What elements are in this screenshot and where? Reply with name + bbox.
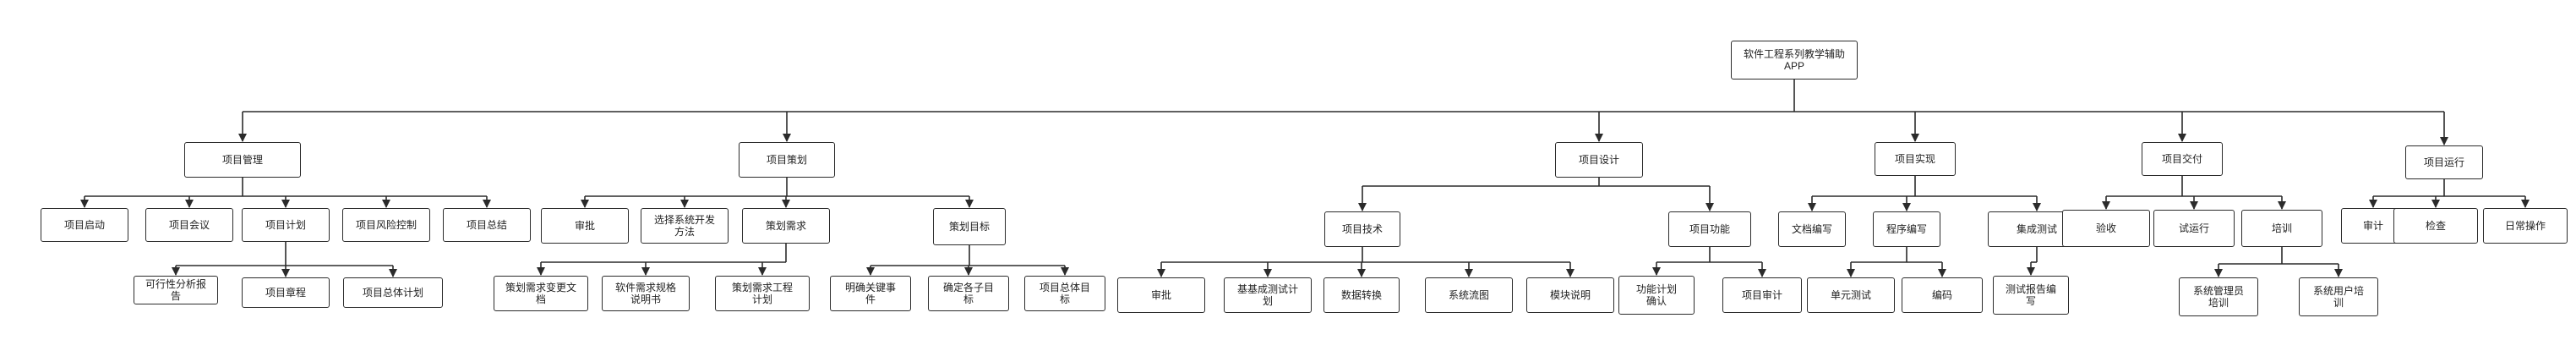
node-n2d: 策划目标 [933, 208, 1006, 245]
arrow-head-n1c1 [172, 267, 180, 276]
arrow-head-n5 [2178, 134, 2186, 142]
arrow-head-n2c3 [758, 267, 767, 276]
arrow-head-n6 [2440, 137, 2448, 145]
node-n4c1: 测试报告编 写 [1993, 276, 2069, 315]
arrow-head-n6a [2369, 200, 2377, 208]
node-n6b: 检查 [2393, 208, 2478, 244]
node-n2d3: 项目总体目 标 [1024, 276, 1105, 311]
node-n3a: 项目技术 [1324, 211, 1400, 247]
node-n1c1: 可行性分析报 告 [134, 276, 218, 304]
arrow-head-n5a [2102, 201, 2110, 210]
node-n3a5: 模块说明 [1526, 277, 1614, 313]
arrow-head-n2 [783, 134, 791, 142]
arrow-head-n2d2 [964, 267, 973, 276]
node-n2c2: 软件需求规格 说明书 [602, 276, 690, 311]
node-n4b2: 编码 [1902, 277, 1983, 313]
node-n2b: 选择系统开发 方法 [641, 208, 729, 244]
arrow-head-n4c [2033, 203, 2041, 211]
arrow-head-n1a [80, 200, 89, 208]
arrow-head-n4a [1808, 203, 1816, 211]
node-n1e: 项目总结 [443, 208, 531, 242]
node-n4a: 文档编写 [1778, 211, 1846, 247]
node-n2c1: 策划需求变更文 档 [494, 276, 588, 311]
node-n5c1: 系统管理员 培训 [2179, 277, 2258, 316]
arrow-head-n3a2 [1263, 269, 1272, 277]
arrow-head-n2d1 [866, 267, 875, 276]
node-n2c3: 策划需求工程 计划 [715, 276, 810, 311]
arrow-head-n5c1 [2214, 269, 2223, 277]
arrow-head-n2c [782, 200, 790, 208]
node-n3a3: 数据转换 [1323, 277, 1400, 313]
arrow-head-n3a1 [1157, 269, 1165, 277]
arrow-head-n3b [1706, 203, 1714, 211]
arrow-head-n2b [680, 200, 689, 208]
node-n3b: 项目功能 [1668, 211, 1751, 247]
node-n3b2: 项目审计 [1722, 277, 1802, 313]
arrow-head-n2d [965, 200, 974, 208]
arrow-head-n4c1 [2027, 267, 2035, 276]
arrow-head-n3 [1595, 134, 1603, 142]
arrow-head-n2c1 [537, 267, 545, 276]
arrow-head-n3b1 [1652, 267, 1661, 276]
root-node: 软件工程系列教学辅助 APP [1731, 41, 1858, 80]
node-n1c3: 项目总体计划 [343, 277, 443, 308]
arrow-head-n2d3 [1061, 267, 1069, 276]
node-n1c: 项目计划 [242, 208, 330, 242]
node-n3a4: 系统流图 [1425, 277, 1513, 313]
arrow-head-n3a [1358, 203, 1367, 211]
node-n1c2: 项目章程 [242, 277, 330, 308]
node-n2d2: 确定各子目 标 [928, 276, 1009, 311]
arrow-head-n1b [185, 200, 194, 208]
node-n4b1: 单元测试 [1807, 277, 1895, 313]
node-n1d: 项目风险控制 [342, 208, 430, 242]
node-n3a1: 审批 [1117, 277, 1205, 313]
arrow-head-n4b1 [1847, 269, 1855, 277]
arrow-head-n6c [2521, 200, 2530, 208]
node-n2c: 策划需求 [742, 208, 830, 244]
arrow-head-n1d [382, 200, 390, 208]
node-n4b: 程序编写 [1873, 211, 1940, 247]
node-n5: 项目交付 [2142, 142, 2223, 176]
node-n3: 项目设计 [1555, 142, 1643, 178]
node-n2a: 审批 [541, 208, 629, 244]
arrow-head-n5b [2190, 201, 2198, 210]
node-n6c: 日常操作 [2483, 208, 2568, 244]
arrow-head-n4b2 [1938, 269, 1946, 277]
arrow-head-n2c2 [641, 267, 650, 276]
arrow-head-n4b [1902, 203, 1911, 211]
arrow-head-n4 [1911, 134, 1919, 142]
arrow-head-n1c2 [281, 269, 290, 277]
node-n3b1: 功能计划 确认 [1618, 276, 1695, 315]
node-n3a2: 基基成测试计 划 [1224, 277, 1312, 313]
arrow-head-n5c [2278, 201, 2286, 210]
arrow-head-n3a3 [1357, 269, 1366, 277]
node-n6: 项目运行 [2405, 145, 2483, 179]
node-n1b: 项目会议 [145, 208, 233, 242]
arrow-head-n1e [483, 200, 491, 208]
node-n2: 项目策划 [739, 142, 835, 178]
arrow-head-n3a4 [1465, 269, 1473, 277]
arrow-head-n3a5 [1566, 269, 1575, 277]
node-n5c: 培训 [2241, 210, 2322, 247]
node-n1a: 项目启动 [41, 208, 128, 242]
node-n5a: 验收 [2062, 210, 2150, 247]
arrow-head-n1c [281, 200, 290, 208]
arrow-head-n1 [238, 134, 247, 142]
arrow-head-n5c2 [2334, 269, 2343, 277]
node-n5b: 试运行 [2153, 210, 2235, 247]
arrow-head-n2a [581, 200, 589, 208]
node-n4: 项目实现 [1875, 142, 1956, 176]
arrow-head-n6b [2431, 200, 2440, 208]
arrow-head-n3b2 [1758, 269, 1766, 277]
node-n5c2: 系统用户培 训 [2299, 277, 2378, 316]
arrow-head-n1c3 [389, 269, 397, 277]
node-n1: 项目管理 [184, 142, 301, 178]
node-n2d1: 明确关键事 件 [830, 276, 911, 311]
